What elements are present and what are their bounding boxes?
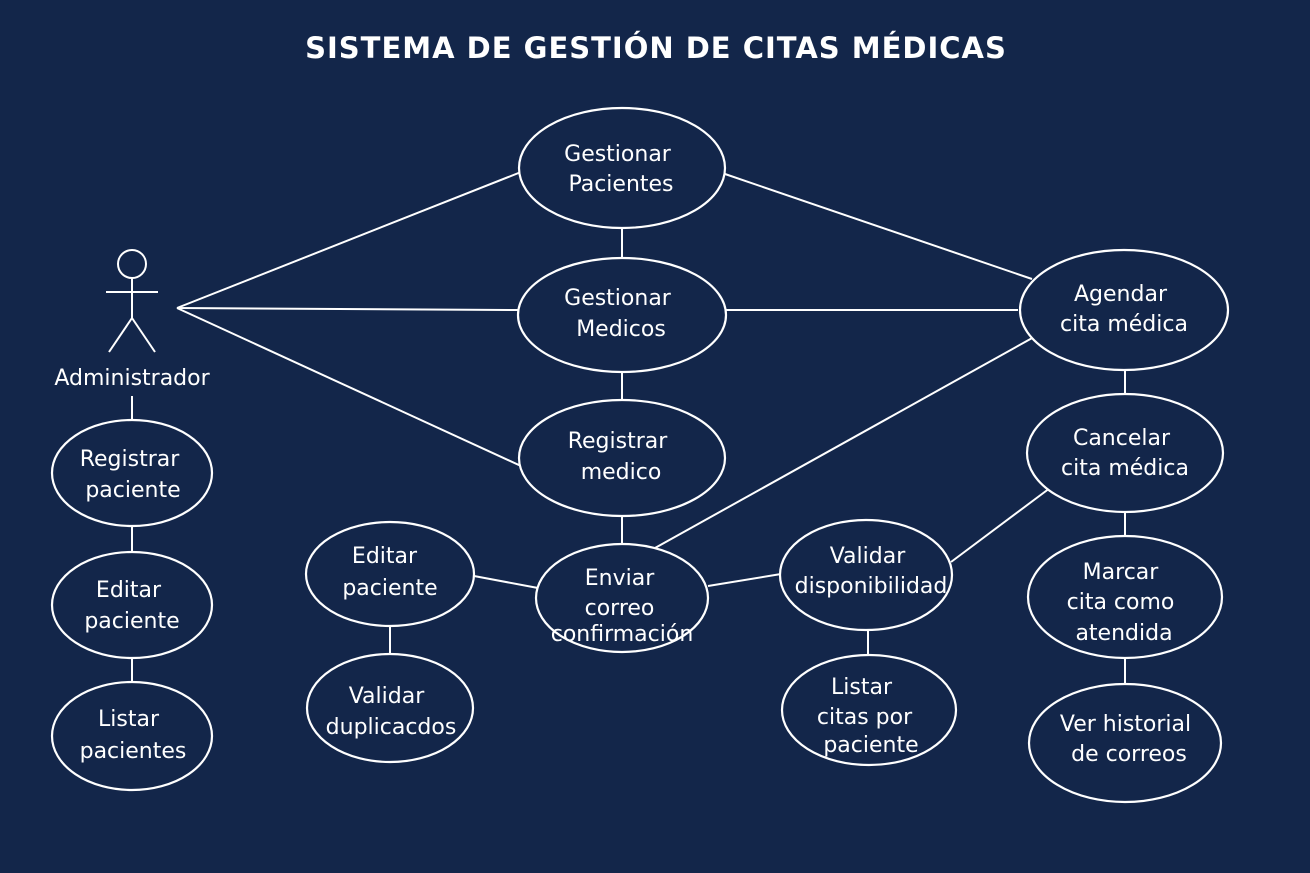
actor-head [117,249,147,279]
use-case-editar-paciente-mid: Editar paciente [304,520,476,628]
use-case-label: Registrar paciente [80,447,187,503]
actor-label: Administrador [54,366,210,391]
use-case-ellipse [1027,682,1223,804]
edge-actor-gestionar-medicos [176,307,519,311]
actor-administrador: Administrador [54,249,211,391]
use-case-validar-duplicados: Validar duplicacdos [305,652,475,764]
use-case-label: Marcar cita como atendida [1067,560,1182,646]
use-case-label: Listar citas por paciente [817,675,919,758]
edge-editar-mid-enviar [473,575,539,589]
edge-actor-gestionar-pacientes [176,171,522,309]
use-case-label: Gestionar Pacientes [564,142,678,197]
use-case-label: Ver historial de correos [1060,712,1198,767]
use-case-validar-disponibilidad: Validar disponibilidad [778,518,954,632]
use-case-ellipse [1025,392,1225,514]
use-case-registrar-paciente: Registrar paciente [50,418,214,528]
use-case-ellipse [780,653,958,767]
use-case-editar-paciente-left: Editar paciente [50,550,214,660]
use-case-label: Registrar medico [568,429,675,485]
use-case-ellipse [534,542,710,654]
use-case-ellipse [50,550,214,660]
use-case-ellipse [304,520,476,628]
actor-left-leg [108,317,133,353]
use-case-cancelar-cita: Cancelar cita médica [1025,392,1225,514]
use-case-label: Agendar cita médica [1060,282,1188,337]
use-case-label: Listar pacientes [80,707,187,764]
use-case-listar-citas: Listar citas por paciente [780,653,958,767]
use-case-label: Gestionar Medicos [564,286,678,342]
use-case-label: Validar disponibilidad [795,544,948,599]
actor-right-leg [131,317,156,353]
use-case-label: Cancelar cita médica [1061,426,1189,481]
use-case-gestionar-medicos: Gestionar Medicos [516,256,728,374]
use-case-ellipse [305,652,475,764]
edge-enviar-validar-disp [707,573,782,587]
use-case-enviar-correo: Enviar correo confirmación [534,542,710,654]
use-case-ellipse [517,106,727,230]
use-case-ellipse [517,398,727,518]
use-case-ellipse [1026,534,1224,660]
edge-gpacientes-agendar [724,173,1033,280]
edges [131,171,1126,684]
use-case-marcar-cita-atendida: Marcar cita como atendida [1026,534,1224,660]
use-case-label: Editar paciente [84,578,179,634]
diagram-title: SISTEMA DE GESTIÓN DE CITAS MÉDICAS [305,31,1007,65]
use-case-ellipse [50,418,214,528]
use-case-ellipse [50,680,214,792]
use-case-registrar-medico: Registrar medico [517,398,727,518]
use-case-agendar-cita: Agendar cita médica [1018,248,1230,372]
use-case-ellipse [1018,248,1230,372]
use-case-gestionar-pacientes: Gestionar Pacientes [517,106,727,230]
use-case-label: Validar duplicacdos [326,684,457,740]
use-case-ellipse [778,518,954,632]
use-case-listar-pacientes: Listar pacientes [50,680,214,792]
edge-enviar-agendar [654,336,1035,549]
use-case-ver-historial: Ver historial de correos [1027,682,1223,804]
use-case-label: Editar paciente [342,544,437,601]
use-case-ellipse [516,256,728,374]
use-case-label: Enviar correo confirmación [551,566,694,647]
edge-actor-registrar-medico [176,307,522,467]
edge-validar-disp-cancelar [950,487,1051,563]
